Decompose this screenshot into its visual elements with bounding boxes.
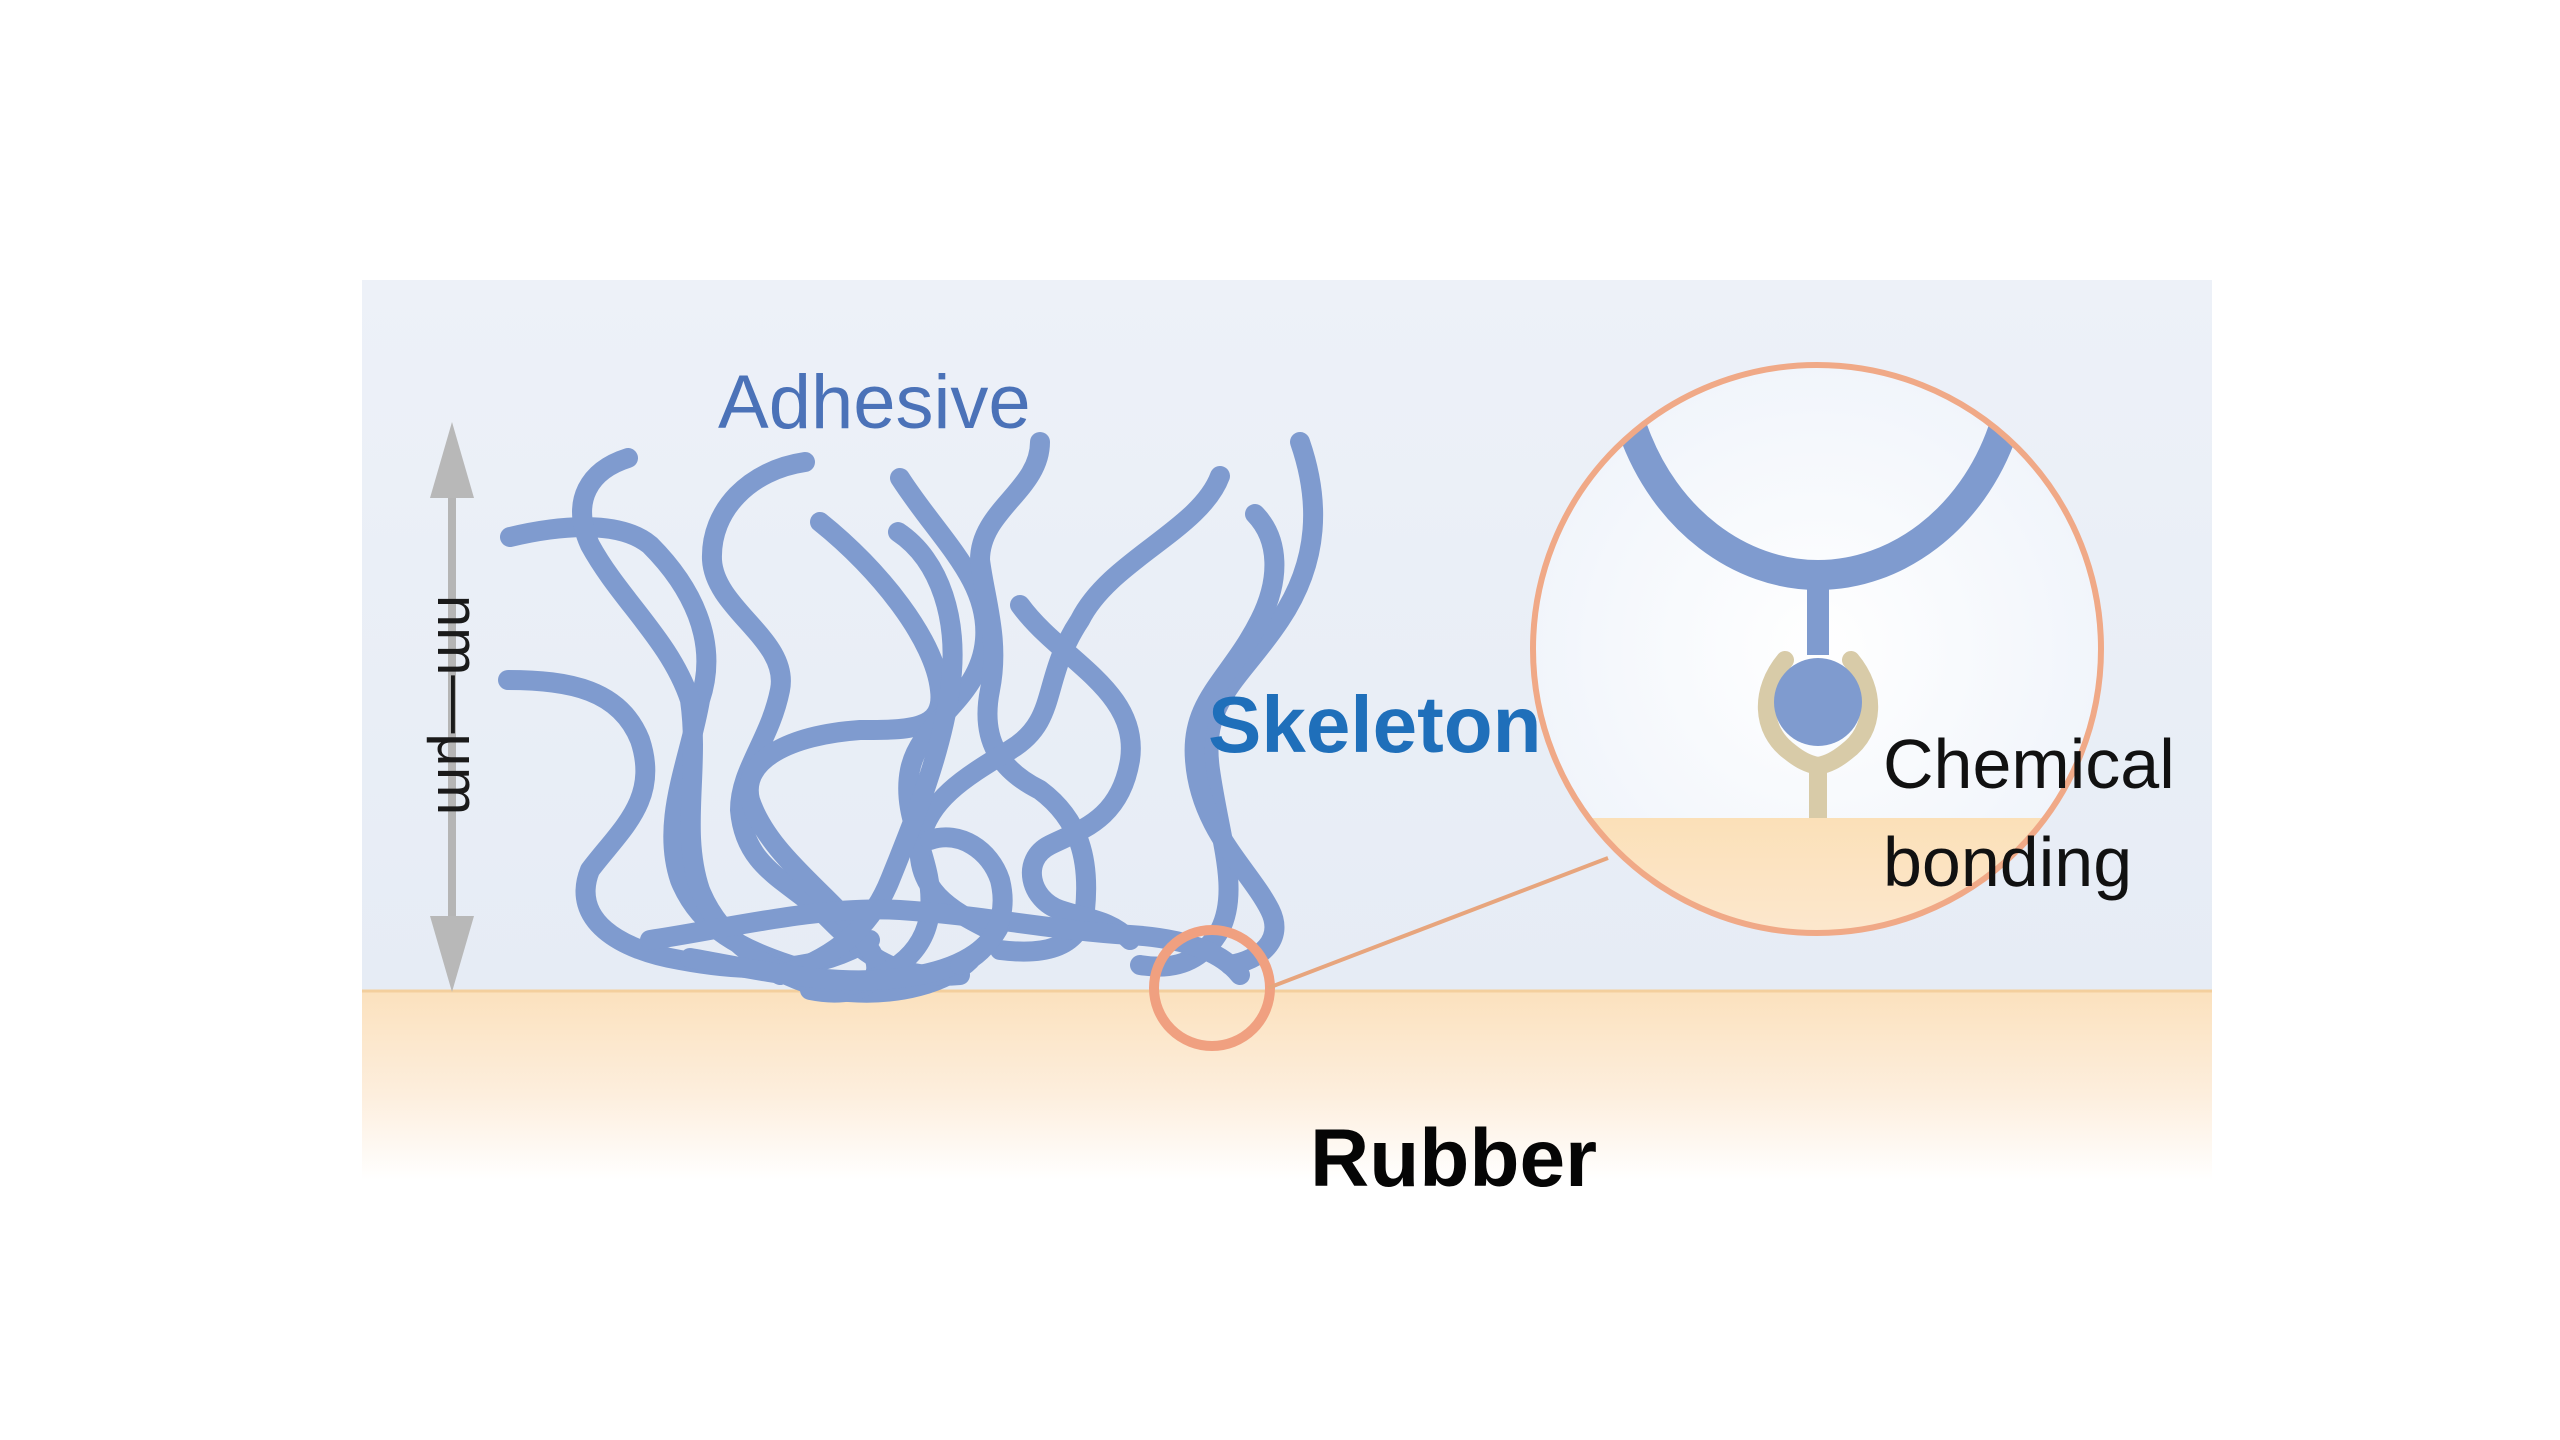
scale-label: nm—μm: [425, 595, 490, 815]
scale-arrow: [430, 422, 474, 992]
skeleton-label: Skeleton: [1208, 680, 1541, 769]
fiber-strand: [840, 468, 996, 995]
zoom-connector-line: [1267, 856, 1609, 990]
adhesive-label: Adhesive: [718, 360, 1031, 445]
rubber-layer: [362, 990, 2212, 1180]
inset-border: [1530, 362, 2104, 936]
bonding-group: [1774, 658, 1862, 746]
fiber-strand: [1184, 504, 1285, 975]
fiber-strand: [738, 512, 951, 1003]
chemical-bonding-label-line1: Chemical: [1883, 725, 2175, 803]
fiber-strand: [920, 827, 1013, 975]
rubber-label: Rubber: [1310, 1113, 1597, 1204]
fiber-network: [498, 432, 1324, 1003]
fiber-strand: [1010, 595, 1141, 950]
fiber-strand: [770, 522, 963, 985]
fiber-strand: [909, 466, 1230, 940]
chemical-bonding-label-line2: bonding: [1883, 823, 2132, 901]
